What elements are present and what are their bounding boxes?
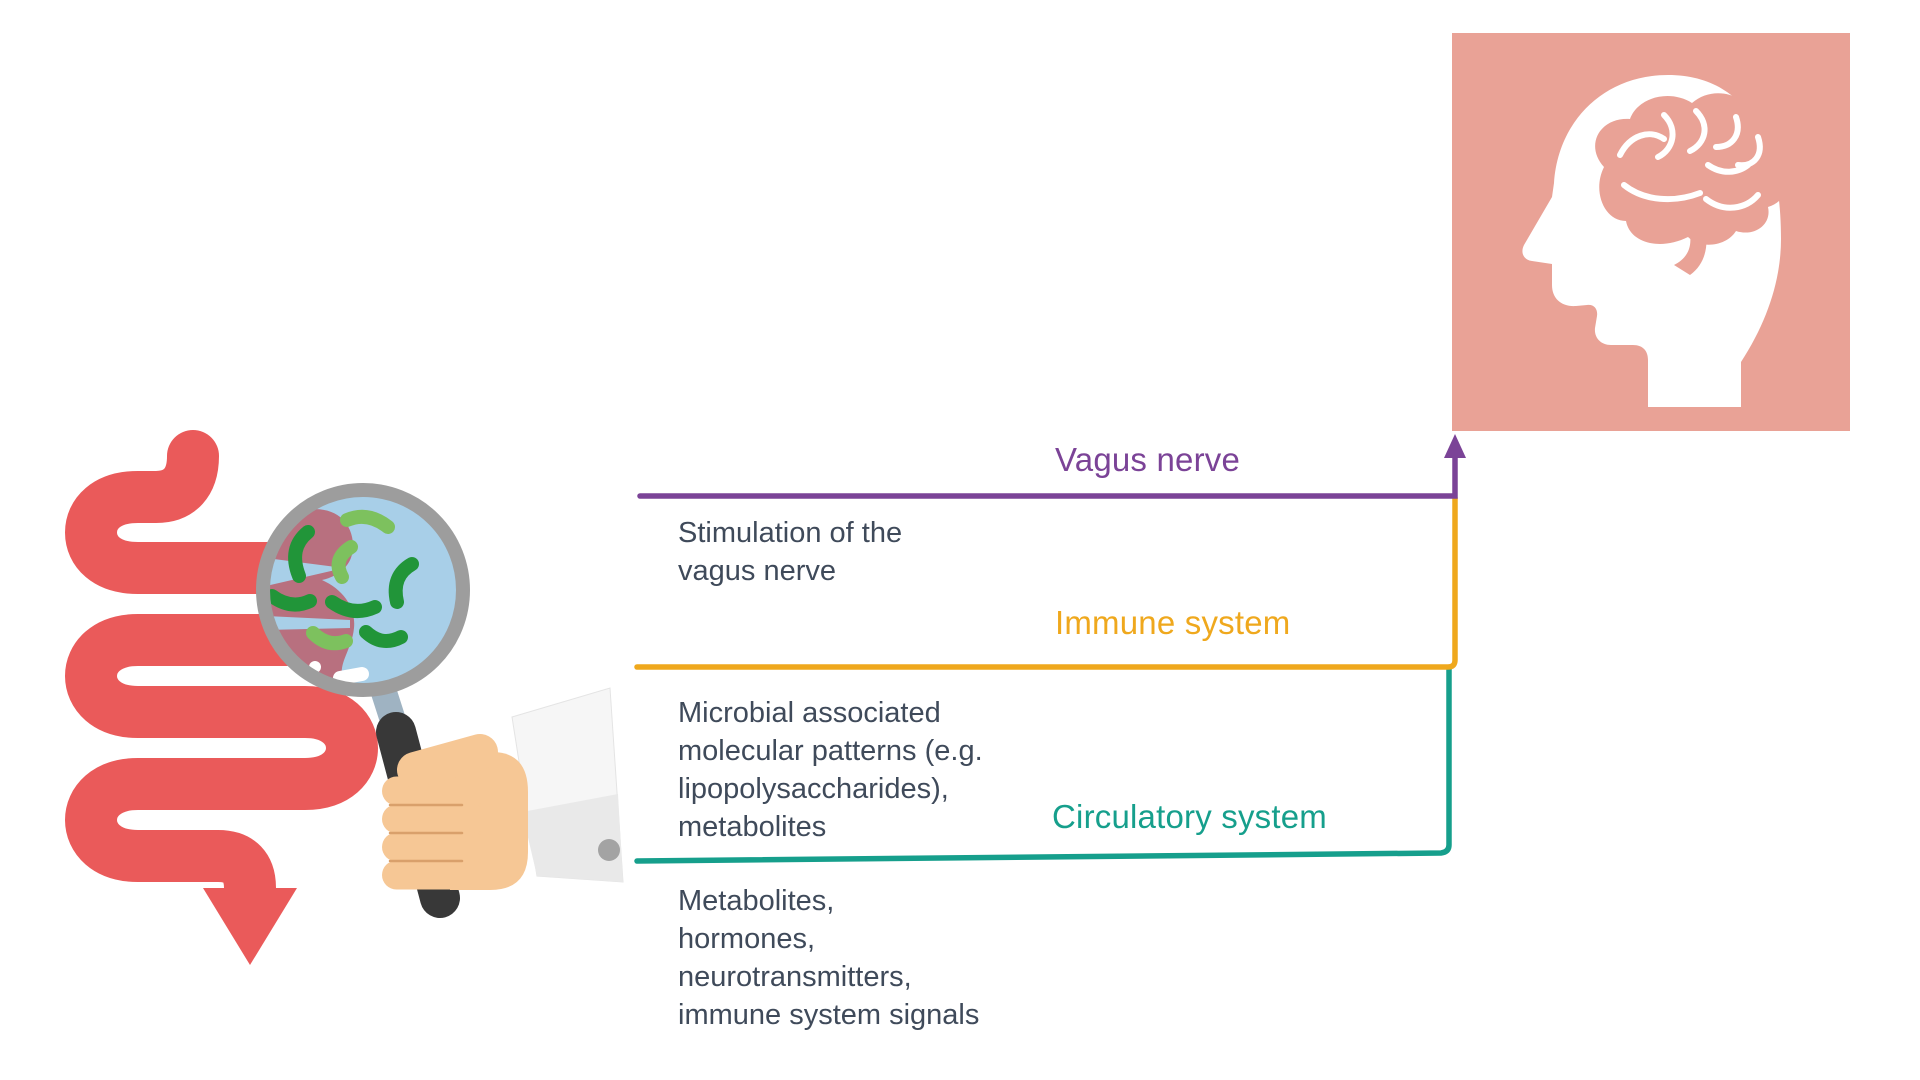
lens-contents: [265, 509, 419, 688]
sleeve: [511, 687, 624, 883]
brain-panel: [1452, 33, 1850, 431]
highlight-pill: [333, 667, 369, 685]
hand-icon: [382, 734, 528, 890]
gut-illustration: [65, 430, 624, 965]
sleeve-cuff: [522, 794, 623, 882]
vagus-arrowhead-icon: [1444, 434, 1466, 458]
brain-gyri: [1617, 108, 1763, 211]
immune-line: [634, 495, 1458, 670]
finger: [382, 860, 487, 890]
finger: [382, 832, 487, 862]
label-vagus-nerve: Vagus nerve: [1055, 441, 1241, 478]
intestine-arrowhead-icon: [203, 888, 297, 965]
finger-lines: [388, 803, 464, 863]
finger: [382, 804, 487, 834]
desc-immune-system: Microbial associated molecular patterns …: [678, 697, 983, 843]
magnifier-rim: [256, 483, 470, 697]
cuff-button: [598, 839, 620, 861]
desc-vagus-nerve: Stimulation of the vagus nerve: [678, 517, 903, 587]
vagus-line: [637, 454, 1458, 499]
thumb: [397, 734, 498, 788]
label-immune-system: Immune system: [1055, 604, 1291, 641]
label-circulatory-system: Circulatory system: [1052, 798, 1327, 835]
head-with-brain-icon: [1522, 75, 1788, 407]
bacteria-dark-icons: [265, 525, 419, 648]
desc-circulatory-system: Metabolites, hormones, neurotransmitters…: [678, 885, 980, 1031]
circulatory-line: [634, 665, 1452, 864]
intestine-icon: [65, 430, 378, 924]
bacteria-light-icons: [306, 509, 395, 651]
